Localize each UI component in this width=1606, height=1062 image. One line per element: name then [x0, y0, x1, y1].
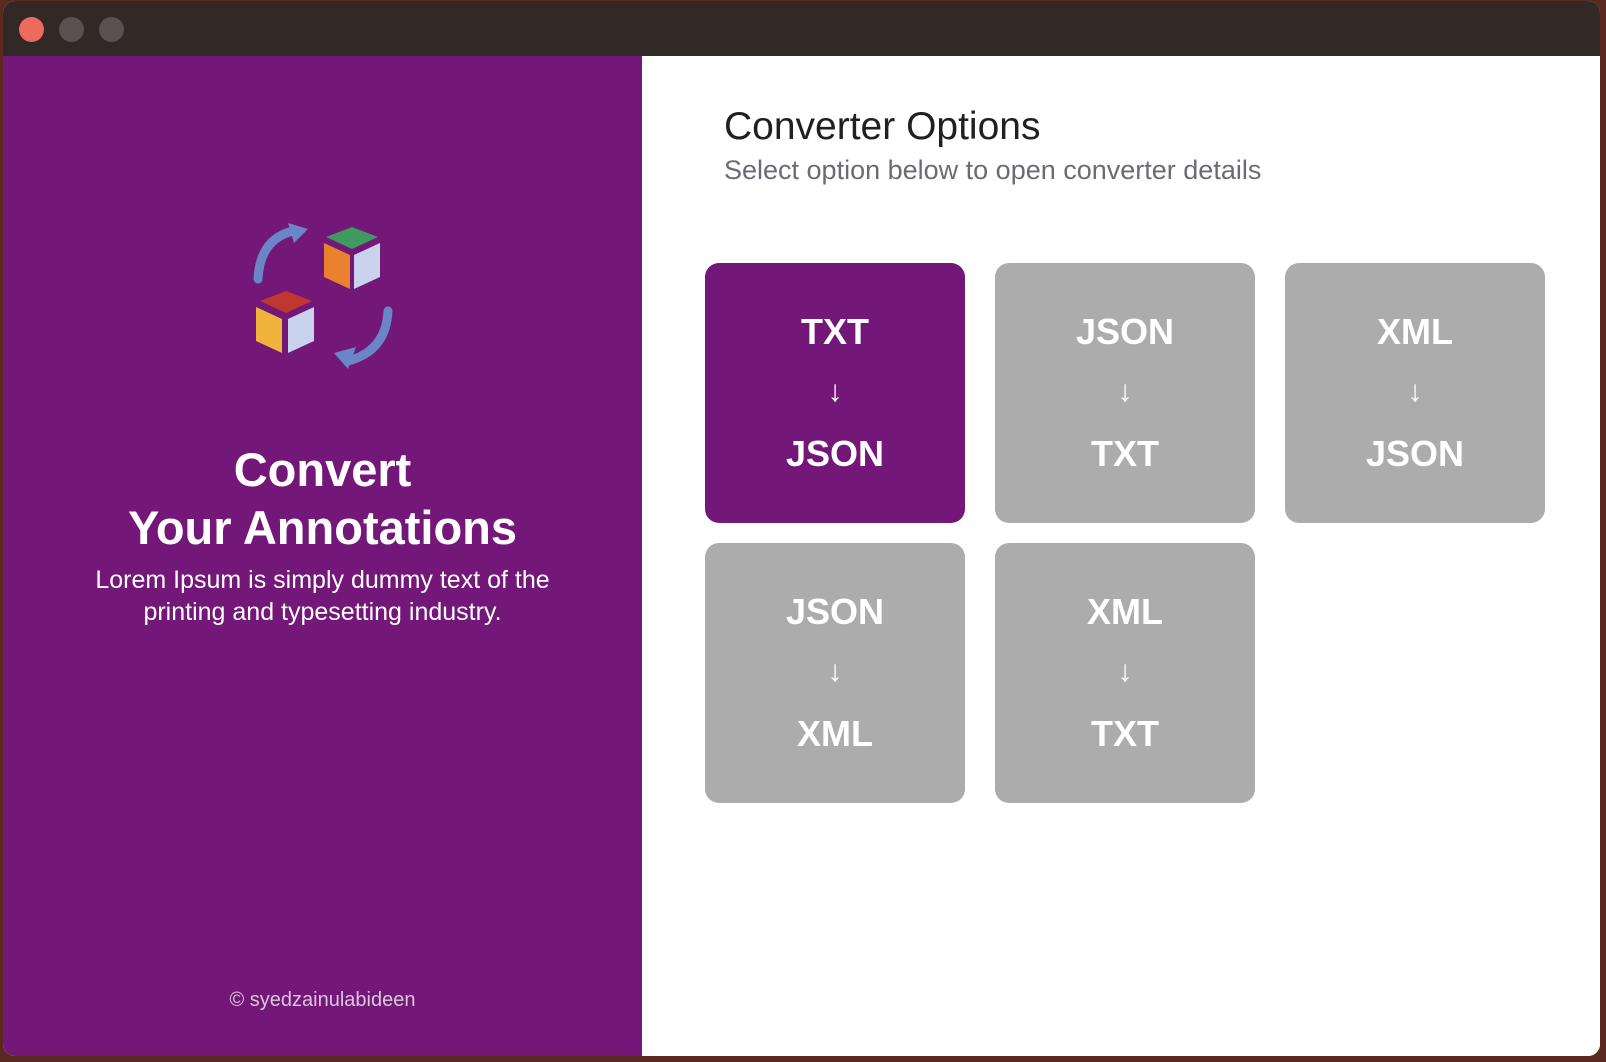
- option-json-to-xml[interactable]: JSON ↓ XML: [705, 543, 965, 803]
- option-to-label: TXT: [1091, 713, 1159, 754]
- option-xml-to-json[interactable]: XML ↓ JSON: [1285, 263, 1545, 523]
- main-panel: Converter Options Select option below to…: [642, 56, 1600, 1056]
- title-bar: [3, 1, 1600, 56]
- description-line-2: printing and typesetting industry.: [143, 598, 502, 626]
- option-to-label: XML: [797, 713, 873, 754]
- option-json-to-txt[interactable]: JSON ↓ TXT: [995, 263, 1255, 523]
- headline-line-2: Your Annotations: [127, 501, 517, 554]
- arrow-down-icon: ↓: [827, 655, 843, 688]
- option-from-label: XML: [1377, 311, 1453, 352]
- page-subtitle: Select option below to open converter de…: [724, 155, 1262, 185]
- sidebar: Convert Your Annotations Lorem Ipsum is …: [3, 56, 642, 1056]
- arrow-down-icon: ↓: [1117, 375, 1133, 408]
- option-from-label: TXT: [801, 311, 869, 352]
- convert-cubes-icon: [253, 223, 393, 369]
- option-to-label: TXT: [1091, 433, 1159, 474]
- arrow-down-icon: ↓: [1117, 655, 1133, 688]
- app-window: Convert Your Annotations Lorem Ipsum is …: [3, 1, 1600, 1056]
- description-line-1: Lorem Ipsum is simply dummy text of the: [95, 566, 550, 594]
- sidebar-description: Lorem Ipsum is simply dummy text of the …: [3, 564, 642, 628]
- option-from-label: JSON: [1075, 311, 1175, 352]
- arrow-down-icon: ↓: [827, 375, 843, 408]
- option-to-label: JSON: [785, 433, 885, 474]
- page-title: Converter Options: [724, 105, 1041, 148]
- maximize-window-button[interactable]: [99, 17, 124, 42]
- option-from-label: JSON: [785, 591, 885, 632]
- minimize-window-button[interactable]: [59, 17, 84, 42]
- sidebar-headline: Convert Your Annotations: [3, 441, 642, 557]
- option-txt-to-json[interactable]: TXT ↓ JSON: [705, 263, 965, 523]
- arrow-down-icon: ↓: [1407, 375, 1423, 408]
- copyright-text: © syedzainulabideen: [229, 989, 416, 1011]
- option-xml-to-txt[interactable]: XML ↓ TXT: [995, 543, 1255, 803]
- close-window-button[interactable]: [19, 17, 44, 42]
- option-to-label: JSON: [1365, 433, 1465, 474]
- headline-line-1: Convert: [233, 443, 412, 496]
- option-from-label: XML: [1087, 591, 1163, 632]
